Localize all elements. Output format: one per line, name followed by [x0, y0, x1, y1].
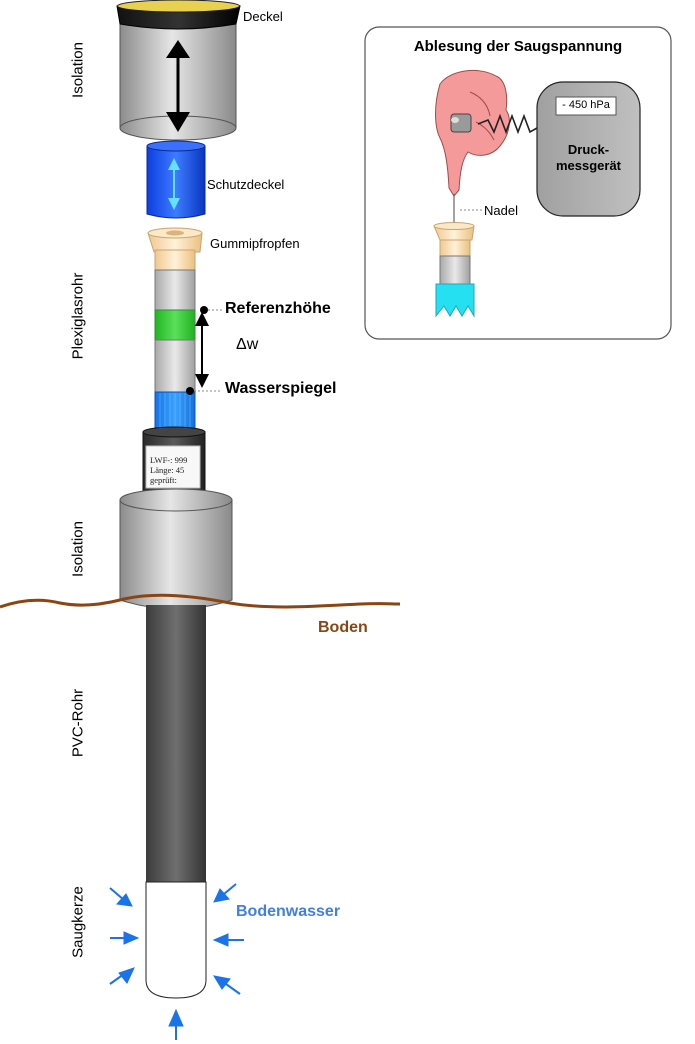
- side-label-pvc-rohr: PVC-Rohr: [69, 688, 87, 758]
- bodenwasser-arrows: [109, 883, 244, 1040]
- spring: [477, 113, 538, 135]
- label-referenzhoehe: Referenzhöhe: [225, 300, 331, 317]
- gummipfropfen-stopper: [147, 227, 203, 271]
- schutzdeckel-cap: [146, 140, 206, 219]
- side-label-isolation-top: Isolation: [69, 42, 87, 98]
- label-delta-w: Δw: [236, 336, 259, 353]
- inset-title: Ablesung der Saugspannung: [413, 38, 623, 55]
- hand: [435, 70, 510, 197]
- label-deckel: Deckel: [243, 9, 283, 24]
- label-gummipfropfen: Gummipfropfen: [210, 236, 300, 251]
- wasserspiegel-dot: [186, 387, 194, 395]
- label-nadel: Nadel: [484, 203, 518, 218]
- device-label-line-1: Druck-: [567, 142, 610, 157]
- lift-arrow: [166, 40, 190, 132]
- referenz-dot: [200, 306, 208, 314]
- display-box: [555, 96, 617, 116]
- boden-line: [0, 593, 401, 609]
- tube-tag-line-1: LWF-: 999: [150, 455, 188, 465]
- device-label-line-2: messgerät: [555, 158, 622, 173]
- isolation-bottom: [119, 488, 233, 610]
- deckel-lid: [116, 0, 241, 30]
- tube-tag-line-3: geprüft:: [150, 475, 177, 485]
- plexiglas-tube: [154, 269, 196, 433]
- delta-w-arrow: [195, 312, 209, 388]
- tube-tag-line-2: Länge: 45: [150, 465, 185, 475]
- side-label-plexiglasrohr: Plexiglasrohr: [69, 272, 87, 360]
- side-label-saugkerze: Saugkerze: [69, 886, 87, 958]
- label-schutzdeckel: Schutzdeckel: [207, 177, 285, 192]
- label-bodenwasser: Bodenwasser: [236, 903, 341, 920]
- display-value: - 450 hPa: [562, 99, 610, 111]
- mini-tube: [433, 222, 475, 318]
- collar: [142, 426, 206, 499]
- label-wasserspiegel: Wasserspiegel: [225, 380, 337, 397]
- pvc-rohr-pipe: [146, 605, 206, 885]
- side-label-isolation-bottom: Isolation: [69, 521, 87, 577]
- saugkerze-cup: [145, 881, 207, 999]
- label-boden: Boden: [318, 619, 368, 636]
